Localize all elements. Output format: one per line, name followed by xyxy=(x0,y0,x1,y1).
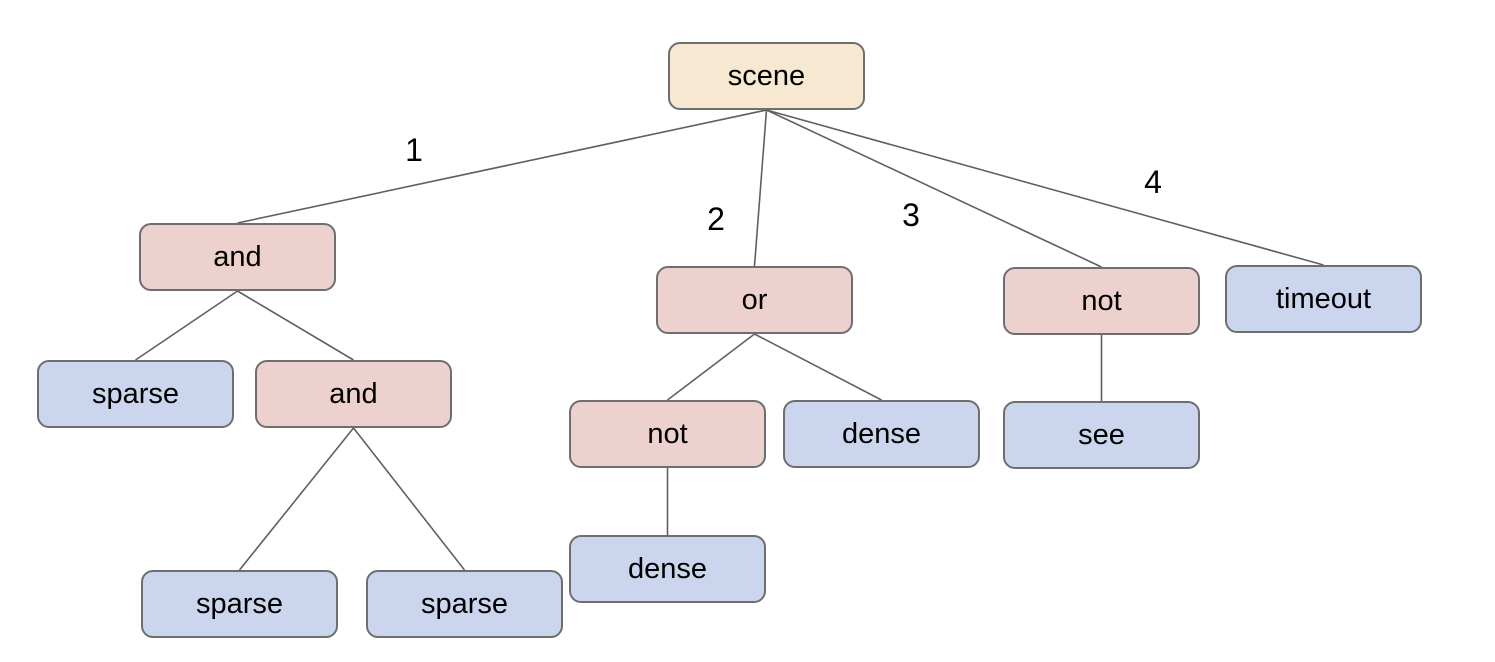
node-label: scene xyxy=(727,59,806,92)
tree-node-or1: or xyxy=(656,266,853,334)
edge-and1-sparse1 xyxy=(135,290,238,361)
tree-node-dense1: dense xyxy=(783,400,980,468)
edge-and2-sparse2 xyxy=(238,427,355,571)
tree-node-not2: not xyxy=(569,400,766,468)
node-label: not xyxy=(647,417,688,450)
node-label: not xyxy=(1081,284,1122,317)
node-label: dense xyxy=(627,552,707,585)
edge-scene-not1 xyxy=(766,109,1102,268)
node-label: and xyxy=(329,377,378,410)
edge-or1-dense1 xyxy=(754,333,882,401)
edge-label-3: 3 xyxy=(902,197,920,233)
node-label: sparse xyxy=(420,587,509,620)
node-label: and xyxy=(213,240,262,273)
node-label: sparse xyxy=(91,377,180,410)
tree-node-dense2: dense xyxy=(569,535,766,603)
tree-node-sparse3: sparse xyxy=(366,570,563,638)
tree-node-and1: and xyxy=(139,223,336,291)
tree-node-scene: scene xyxy=(668,42,865,110)
tree-node-sparse1: sparse xyxy=(37,360,234,428)
node-label: sparse xyxy=(195,587,284,620)
tree-node-see1: see xyxy=(1003,401,1200,469)
tree-node-not1: not xyxy=(1003,267,1200,335)
node-label: see xyxy=(1078,418,1125,451)
edge-label-1: 1 xyxy=(405,132,423,168)
edge-and1-and2 xyxy=(237,290,354,361)
edge-scene-timeout1 xyxy=(766,109,1324,266)
edge-or1-not2 xyxy=(667,333,755,401)
edge-and2-sparse3 xyxy=(352,427,466,571)
node-label: dense xyxy=(841,417,921,450)
tree-node-timeout1: timeout xyxy=(1225,265,1422,333)
node-label: timeout xyxy=(1275,282,1372,315)
edge-scene-or1 xyxy=(753,109,768,267)
tree-node-and2: and xyxy=(255,360,452,428)
node-label: or xyxy=(741,283,768,316)
tree-node-sparse2: sparse xyxy=(141,570,338,638)
edge-label-4: 4 xyxy=(1144,164,1162,200)
edge-label-2: 2 xyxy=(707,201,725,237)
edge-scene-and1 xyxy=(237,109,767,224)
